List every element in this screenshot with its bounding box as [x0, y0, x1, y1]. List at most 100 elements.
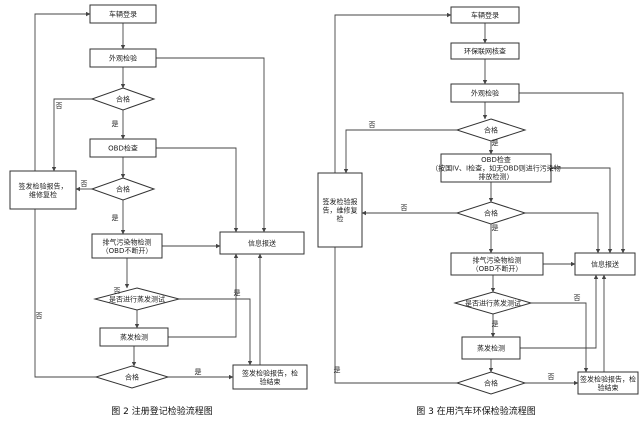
- fig2-visual-box: [450, 83, 520, 103]
- fig1-emis-label: （OBD不断开）: [102, 246, 153, 255]
- fig2-info-label: 信息报送: [591, 260, 619, 269]
- fig1-edge-label: 否: [56, 102, 63, 110]
- fig2-node-ok1: 合格: [455, 118, 527, 142]
- fig2-node-info: 信息报送: [574, 252, 636, 276]
- fig2-emis-label: 排气污染物检测: [473, 255, 522, 264]
- fig2-node-fail: 签发检验报告，维修复检: [317, 172, 363, 248]
- fig1-ok2-label: 合格: [116, 185, 130, 194]
- fig2-edge-label: 否: [369, 121, 376, 129]
- fig2-node-net: 环保联网核查: [450, 42, 520, 60]
- fig1-node-obd: OBD检查: [89, 138, 157, 158]
- fig1-edge-5: [51, 98, 92, 172]
- fig1-node-emis: 排气污染物检测（OBD不断开）: [91, 233, 163, 259]
- fig1-edge-15: [156, 147, 239, 233]
- fig2-obd-label: （按国IV、I检查，如无OBD则进行污染物: [431, 164, 561, 173]
- fig2-evapq-label: 是否进行蒸发测试: [465, 299, 521, 308]
- fig1-node-ok3: 合格: [94, 365, 170, 389]
- fig2-node-evap: 蒸发检测: [461, 336, 521, 360]
- fig1-edge-14: [156, 57, 267, 233]
- fig2-edge-18: [531, 302, 589, 373]
- fig1-caption: 图 2 注册登记检验流程图: [111, 405, 212, 417]
- fig2-pass-label: 验结束: [598, 383, 619, 392]
- fig2-pass-label: 签发检验报告，检: [580, 374, 636, 383]
- fig2-edge-16: [551, 167, 613, 254]
- fig2-evapq-diamond: [453, 291, 533, 315]
- fig2-ok3-diamond: [455, 371, 527, 395]
- fig2-reg-label: 车辆登录: [471, 11, 499, 20]
- fig2-info-box: [574, 252, 636, 276]
- fig2-obd-label: 排放检测）: [479, 172, 514, 181]
- fig2-ok1-label: 合格: [484, 126, 498, 135]
- fig2-edge-label: 是: [492, 224, 499, 232]
- fig1-node-info: 信息报送: [219, 231, 305, 255]
- fig1-node-fail: 签发检验报告，维修复检: [9, 170, 77, 210]
- fig1-info-box: [219, 231, 305, 255]
- fig1-obd-label: OBD检查: [108, 144, 138, 153]
- fig2-ok1-diamond: [455, 118, 527, 142]
- fig1-node-ok1: 合格: [90, 87, 156, 111]
- fig2-edge-17: [525, 212, 601, 254]
- fig2-edge-label: 是: [492, 320, 499, 328]
- fig2-edge-label: 否: [548, 373, 555, 381]
- fig2-obd-box: [440, 153, 552, 183]
- fig1-emis-label: 排气污染物检测: [103, 237, 152, 246]
- fig2-obd-label: OBD检查: [481, 155, 511, 164]
- fig1-fail-box: [9, 170, 77, 210]
- fig2-edge-15: [519, 92, 626, 254]
- fig1-edge-label: 是: [112, 214, 119, 222]
- fig1-reg-box: [89, 4, 157, 24]
- fig2-fail-box: [317, 172, 363, 248]
- fig2-emis-box: [450, 252, 544, 276]
- fig2-edge-6: [343, 129, 457, 174]
- fig2-ok2-diamond: [455, 201, 527, 225]
- fig2-ok3-label: 合格: [484, 379, 498, 388]
- fig1-node-ok2: 合格: [90, 177, 156, 201]
- fig1-ok1-diamond: [90, 87, 156, 111]
- fig1-node-reg: 车辆登录: [89, 4, 157, 24]
- fig1-node-evapq: 是否进行蒸发测试: [93, 287, 181, 311]
- fig1-edge-label: 否: [81, 180, 88, 188]
- fig1-emis-box: [91, 233, 163, 259]
- fig2-caption: 图 3 在用汽车环保检验流程图: [416, 405, 535, 417]
- fig2-pass-box: [577, 371, 639, 395]
- fig1-pass-box: [232, 364, 308, 390]
- fig2-edge-label: 是: [492, 139, 499, 147]
- fig1-ok3-diamond: [94, 365, 170, 389]
- fig1-edge-label: 否: [114, 287, 121, 295]
- fig2-ok2-label: 合格: [484, 209, 498, 218]
- fig1-evapq-diamond: [93, 287, 181, 311]
- fig2-node-emis: 排气污染物检测（OBD不断开）: [450, 252, 544, 276]
- fig1-edge-label: 是: [195, 368, 202, 376]
- fig2-net-box: [450, 42, 520, 60]
- fig1-visual-box: [89, 48, 157, 68]
- fig2-node-reg: 车辆登录: [450, 6, 520, 24]
- fig2-node-visual: 外观检验: [450, 83, 520, 103]
- fig1-info-label: 信息报送: [248, 239, 276, 248]
- fig1-edge-16: [179, 298, 253, 366]
- fig1-pass-label: 签发检验报告，检: [242, 368, 298, 377]
- fig2-evap-box: [461, 336, 521, 360]
- fig1-ok2-diamond: [90, 177, 156, 201]
- fig2-edge-19: [520, 274, 599, 349]
- fig1-fail-label: 签发检验报告，: [19, 181, 68, 190]
- fig1-reg-label: 车辆登录: [109, 10, 137, 19]
- fig1-evapq-label: 是否进行蒸发测试: [109, 295, 165, 304]
- fig2-edge-label: 否: [574, 294, 581, 302]
- fig1-ok3-label: 合格: [125, 373, 139, 382]
- fig2-node-ok2: 合格: [455, 201, 527, 225]
- fig2-node-evapq: 是否进行蒸发测试: [453, 291, 533, 315]
- fig2-edge-label: 否: [401, 204, 408, 212]
- fig1-evap-box: [99, 327, 169, 347]
- fig1-pass-label: 验结束: [260, 377, 281, 386]
- fig1-node-visual: 外观检验: [89, 48, 157, 68]
- fig1-node-evap: 蒸发检测: [99, 327, 169, 347]
- fig1-obd-box: [89, 138, 157, 158]
- fig1-edge-label: 是: [112, 120, 119, 128]
- fig2-node-ok3: 合格: [455, 371, 527, 395]
- fig1-edge-label: 是: [234, 289, 241, 297]
- fig2-emis-label: （OBD不断开）: [472, 264, 523, 273]
- fig1-evap-label: 蒸发检测: [120, 333, 148, 342]
